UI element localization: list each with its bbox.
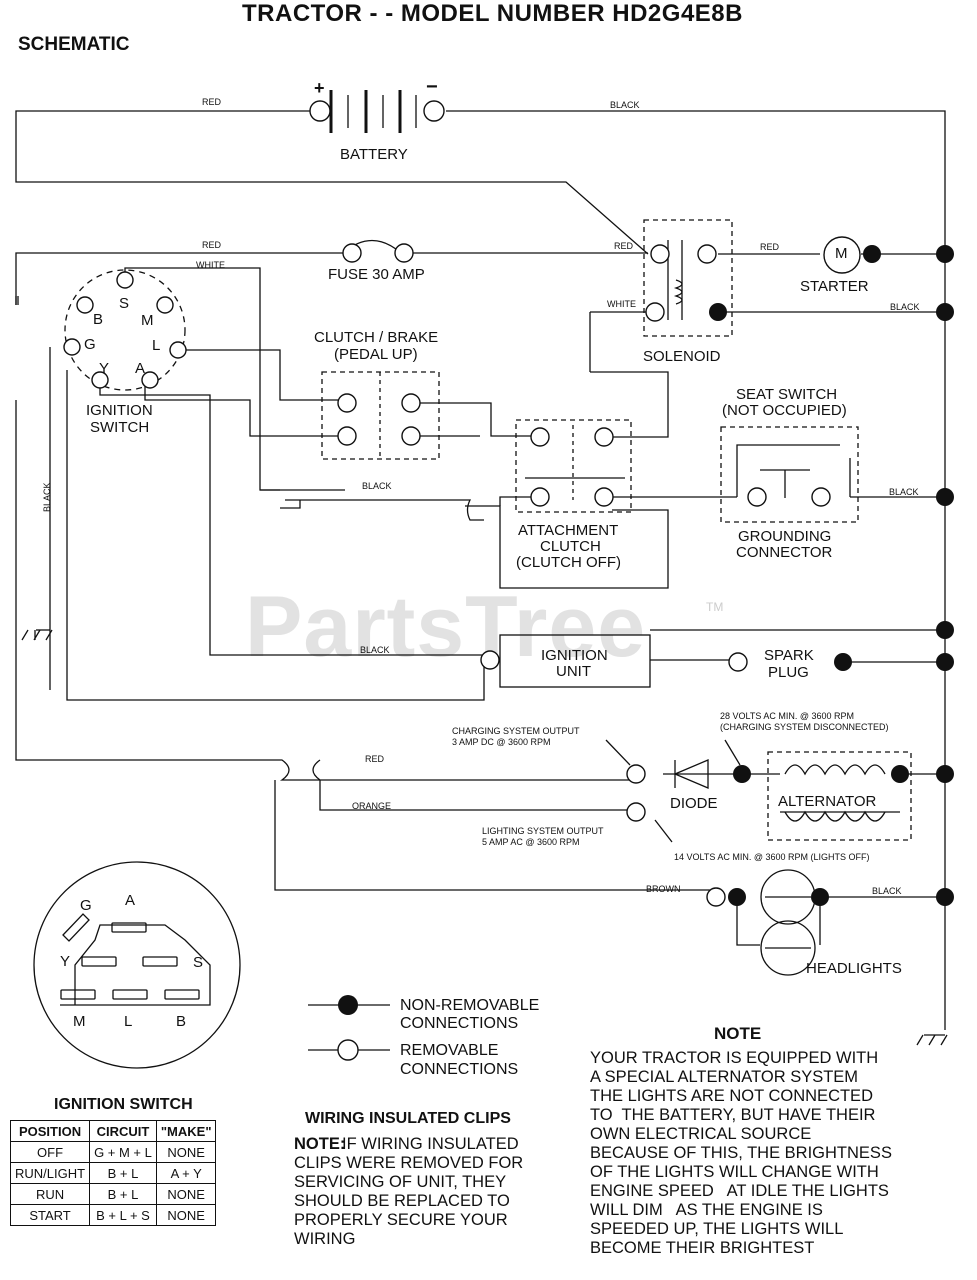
solenoid-label: SOLENOID xyxy=(643,348,721,365)
wire-label-red-battery: RED xyxy=(202,97,222,107)
wire-label-black-headlights: BLACK xyxy=(872,886,902,896)
legend-non-removable-1: NON-REMOVABLE xyxy=(400,997,540,1014)
spark-plug-label-1: SPARK xyxy=(764,647,814,664)
starter-label: STARTER xyxy=(800,278,869,295)
grounding-connector-label-2: CONNECTOR xyxy=(736,544,833,561)
table-cell: B + L xyxy=(89,1183,157,1205)
ignition-unit-label-1: IGNITION xyxy=(541,647,608,664)
legend-non-removable-2: CONNECTIONS xyxy=(400,1015,519,1032)
table-cell: G + M + L xyxy=(89,1141,157,1163)
switch-face-m: M xyxy=(73,1013,86,1030)
wire-label-orange: ORANGE xyxy=(352,801,392,811)
charging-output-label-2: 3 AMP DC @ 3600 RPM xyxy=(452,737,551,747)
grounding-connector-label-1: GROUNDING xyxy=(738,528,832,545)
lighting-output-label-2: 5 AMP AC @ 3600 RPM xyxy=(482,837,580,847)
ignition-terminal-s: S xyxy=(119,295,130,312)
table-row: RUN B + L NONE xyxy=(9,1183,217,1205)
battery-plus-label: + xyxy=(314,78,325,98)
wire-label-brown: BROWN xyxy=(646,884,681,894)
switch-table-title: IGNITION SWITCH xyxy=(54,1096,193,1113)
diode-label: DIODE xyxy=(670,795,718,812)
switch-face-g: G xyxy=(80,897,92,914)
charging-output-label-1: CHARGING SYSTEM OUTPUT xyxy=(452,726,580,736)
switch-face-a: A xyxy=(125,892,136,909)
column-header: CIRCUIT xyxy=(89,1120,157,1142)
seat-switch-label-1: SEAT SWITCH xyxy=(736,386,838,403)
table-cell: B + L + S xyxy=(89,1204,157,1226)
switch-face-l: L xyxy=(124,1013,133,1030)
switch-face-y: Y xyxy=(60,953,71,970)
clutch-brake-label-2: (PEDAL UP) xyxy=(334,346,418,363)
headlights-label: HEADLIGHTS xyxy=(806,960,902,977)
table-cell: NONE xyxy=(155,1183,217,1205)
ignition-terminal-y: Y xyxy=(99,360,110,377)
note-text: YOUR TRACTOR IS EQUIPPED WITH A SPECIAL … xyxy=(590,1049,892,1257)
table-cell: NONE xyxy=(155,1141,217,1163)
volts-14-label: 14 VOLTS AC MIN. @ 3600 RPM (LIGHTS OFF) xyxy=(674,852,870,862)
column-header: "MAKE" xyxy=(155,1120,217,1142)
volts-28-label-1: 28 VOLTS AC MIN. @ 3600 RPM xyxy=(720,711,855,721)
battery-label: BATTERY xyxy=(340,146,408,163)
table-cell: B + L xyxy=(89,1162,157,1184)
ignition-unit-label-2: UNIT xyxy=(556,663,591,680)
attachment-clutch-label-2: CLUTCH xyxy=(540,538,601,555)
wire-label-red-charging: RED xyxy=(365,754,385,764)
wire-label-black-left: BLACK xyxy=(42,482,52,512)
legend-removable-1: REMOVABLE xyxy=(400,1042,499,1059)
column-header: POSITION xyxy=(9,1120,91,1142)
wire-label-red-starter: RED xyxy=(760,242,780,252)
ignition-terminal-m: M xyxy=(141,312,154,329)
legend-removable-2: CONNECTIONS xyxy=(400,1061,519,1078)
switch-face-s: S xyxy=(193,954,204,971)
wire-label-red-solenoid: RED xyxy=(614,241,634,251)
wire-label-black-battery: BLACK xyxy=(610,100,640,110)
spark-plug-label-2: PLUG xyxy=(768,664,809,681)
table-row: RUN/LIGHT B + L A + Y xyxy=(9,1162,217,1184)
table-cell: NONE xyxy=(155,1204,217,1226)
wire-label-black-ignition-unit: BLACK xyxy=(360,645,390,655)
table-cell: START xyxy=(9,1204,91,1226)
ignition-switch-label-2: SWITCH xyxy=(90,419,150,436)
page-title: TRACTOR - - MODEL NUMBER HD2G4E8B xyxy=(242,0,743,27)
wire-label-white-solenoid: WHITE xyxy=(607,299,636,309)
table-cell: A + Y xyxy=(155,1162,217,1184)
table-header-row: POSITION CIRCUIT "MAKE" xyxy=(9,1120,217,1142)
watermark: PartsTree xyxy=(245,579,647,675)
alternator-label: ALTERNATOR xyxy=(778,793,877,810)
ignition-switch-label-1: IGNITION xyxy=(86,402,153,419)
seat-switch-label-2: (NOT OCCUPIED) xyxy=(722,402,847,419)
starter-motor-symbol: M xyxy=(835,245,848,262)
wire-label-black-solenoid: BLACK xyxy=(890,302,920,312)
ignition-terminal-g: G xyxy=(84,336,96,353)
volts-28-label-2: (CHARGING SYSTEM DISCONNECTED) xyxy=(720,722,889,732)
clips-note-prefix: NOTE: xyxy=(294,1135,346,1153)
ignition-terminal-l: L xyxy=(152,337,161,354)
wire-label-red-fuse: RED xyxy=(202,240,222,250)
table-cell: RUN/LIGHT xyxy=(9,1162,91,1184)
page-subtitle: SCHEMATIC xyxy=(18,34,130,55)
switch-face-b: B xyxy=(176,1013,187,1030)
wire-label-black-seat: BLACK xyxy=(889,487,919,497)
clutch-brake-label-1: CLUTCH / BRAKE xyxy=(314,329,439,346)
note-title: NOTE xyxy=(714,1024,762,1043)
table-row: OFF G + M + L NONE xyxy=(9,1141,217,1163)
battery-minus-label: − xyxy=(426,76,438,98)
ignition-switch-table: POSITION CIRCUIT "MAKE" OFF G + M + L NO… xyxy=(9,1120,217,1226)
lighting-output-label-1: LIGHTING SYSTEM OUTPUT xyxy=(482,826,604,836)
ignition-terminal-b: B xyxy=(93,311,104,328)
attachment-clutch-label-1: ATTACHMENT xyxy=(518,522,619,539)
clips-note-title: WIRING INSULATED CLIPS xyxy=(305,1110,511,1127)
wire-label-black-clutch: BLACK xyxy=(362,481,392,491)
attachment-clutch-label-3: (CLUTCH OFF) xyxy=(516,554,621,571)
table-cell: OFF xyxy=(9,1141,91,1163)
watermark-tm: TM xyxy=(706,600,724,614)
ignition-terminal-a: A xyxy=(135,360,146,377)
fuse-label: FUSE 30 AMP xyxy=(328,266,425,283)
table-row: START B + L + S NONE xyxy=(9,1204,217,1226)
table-cell: RUN xyxy=(9,1183,91,1205)
clips-note-text: IF WIRING INSULATED CLIPS WERE REMOVED F… xyxy=(294,1135,524,1248)
wire-label-white-switch: WHITE xyxy=(196,260,225,270)
